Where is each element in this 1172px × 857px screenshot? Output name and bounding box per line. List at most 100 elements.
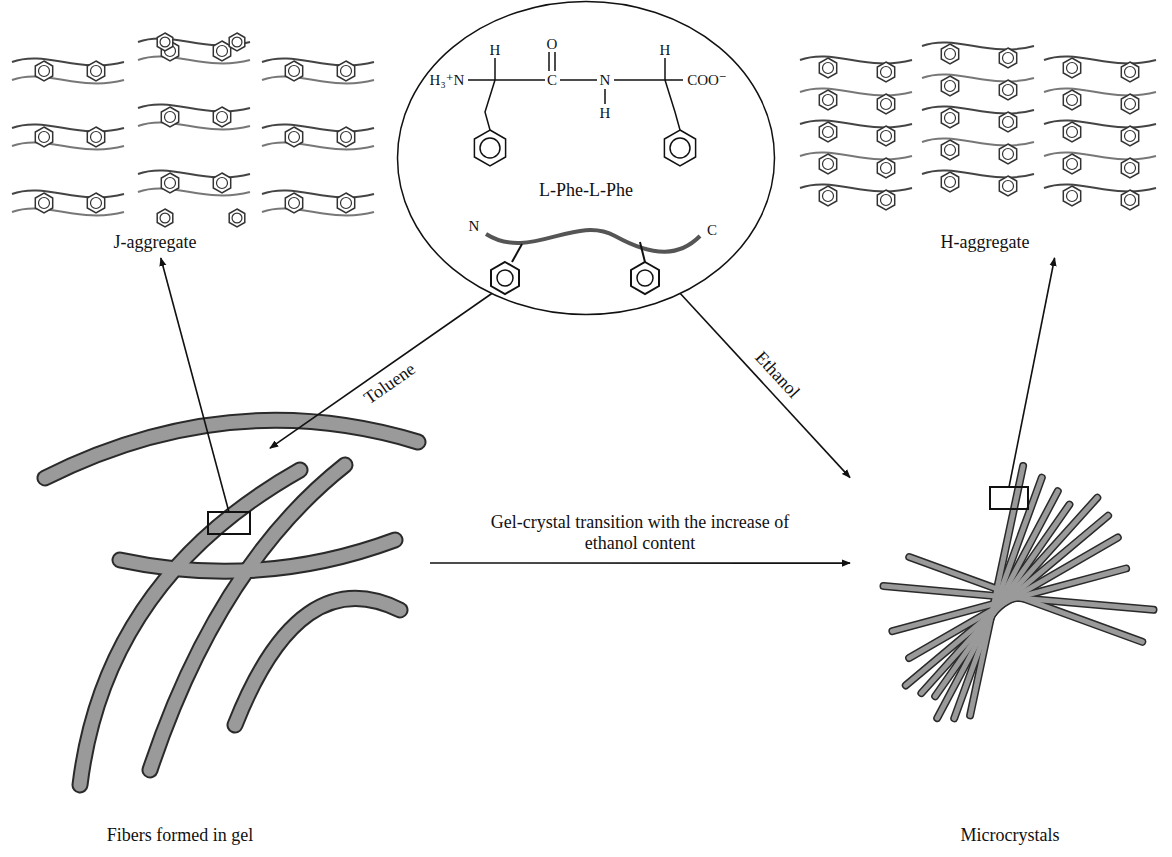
- benzene-ring: [823, 191, 834, 202]
- benzene-ring: [1125, 67, 1136, 78]
- benzene-ring: [213, 41, 230, 61]
- benzene-ring: [819, 186, 836, 206]
- benzene-ring: [941, 172, 958, 192]
- benzene-ring: [1067, 63, 1078, 74]
- benzene-ring: [941, 44, 958, 64]
- drawing-part: [120, 540, 395, 571]
- drawing-part: [670, 138, 690, 158]
- benzene-ring: [91, 132, 102, 143]
- benzene-ring: [39, 132, 50, 143]
- gel-fibers: [45, 420, 418, 785]
- edge-label: Toluene: [360, 358, 420, 409]
- peptide-strand: [138, 171, 250, 178]
- benzene-ring: [1067, 159, 1078, 170]
- benzene-ring: [39, 198, 50, 209]
- drawing-part: [45, 420, 418, 785]
- atom-symbol: H₃⁺N: [430, 73, 465, 88]
- drawing-part: [664, 58, 666, 80]
- benzene-ring: [285, 193, 302, 213]
- peptide-strand: [138, 57, 250, 64]
- crystal-needle: [909, 557, 1142, 642]
- zoom-box: [990, 487, 1028, 509]
- benzene-ring: [1063, 90, 1080, 110]
- benzene-ring: [819, 58, 836, 78]
- atom-symbol: H: [660, 43, 671, 58]
- benzene-ring: [999, 144, 1016, 164]
- benzene-ring: [823, 159, 834, 170]
- benzene-ring: [823, 95, 834, 106]
- benzene-ring: [161, 107, 178, 127]
- drawing-part: [80, 470, 300, 785]
- node-label: H-aggregate: [941, 232, 1030, 253]
- atom-symbol: H: [600, 106, 611, 121]
- arrow-connector: [161, 258, 229, 512]
- benzene-ring: [289, 132, 300, 143]
- benzene-ring: [945, 49, 956, 60]
- benzene-ring: [877, 158, 894, 178]
- benzene-ring: [217, 112, 228, 123]
- benzene-ring: [1003, 85, 1014, 96]
- peptide-strand: [1044, 89, 1156, 96]
- benzene-ring: [160, 37, 170, 47]
- drawing-part: [45, 420, 418, 478]
- atom-symbol: O: [547, 37, 558, 52]
- atom-symbol: N: [469, 219, 480, 234]
- molecule-bonds: [468, 52, 696, 166]
- drawing-part: [485, 80, 495, 130]
- benzene-ring: [945, 177, 956, 188]
- molecule-circle: L-Phe-L-Phe: [396, 0, 776, 316]
- benzene-ring: [881, 99, 892, 110]
- drawing-part: [631, 262, 659, 294]
- peptide-strand: [800, 89, 912, 96]
- peptide-strand: [12, 209, 124, 216]
- benzene-ring: [341, 66, 352, 77]
- benzene-ring: [1067, 127, 1078, 138]
- benzene-ring: [1003, 181, 1014, 192]
- atom-symbol: C: [707, 223, 717, 238]
- benzene-ring: [1003, 149, 1014, 160]
- benzene-ring: [213, 173, 230, 193]
- drawing-part: [512, 244, 522, 262]
- benzene-ring: [941, 76, 958, 96]
- drawing-part: [554, 52, 556, 71]
- benzene-ring: [165, 178, 176, 189]
- benzene-ring: [1121, 126, 1138, 146]
- peptide-strand: [922, 43, 1034, 50]
- peptide-strand: [922, 75, 1034, 82]
- j-aggregate-drawing: [12, 33, 374, 227]
- edge-label: Gel-crystal transition with the increase…: [490, 512, 790, 555]
- peptide-strand: [12, 125, 124, 132]
- drawing-part: [665, 80, 680, 130]
- benzene-ring: [1063, 186, 1080, 206]
- benzene-ring: [165, 112, 176, 123]
- drawing-part: [45, 420, 418, 478]
- benzene-ring: [823, 127, 834, 138]
- benzene-ring: [337, 193, 354, 213]
- benzene-ring: [337, 61, 354, 81]
- edge-label: Ethanol: [750, 347, 804, 403]
- microcrystal-drawing: [884, 466, 1154, 718]
- benzene-ring: [819, 90, 836, 110]
- benzene-ring: [1121, 190, 1138, 210]
- peptide-strand: [12, 77, 124, 84]
- benzene-ring: [823, 63, 834, 74]
- benzene-ring: [1121, 94, 1138, 114]
- drawing-part: [474, 130, 505, 166]
- benzene-ring: [877, 126, 894, 146]
- h-aggregate-panel: H-aggregate: [790, 30, 1168, 258]
- benzene-ring: [91, 198, 102, 209]
- peptide-strand: [922, 171, 1034, 178]
- benzene-ring: [87, 127, 104, 147]
- benzene-ring: [1067, 95, 1078, 106]
- benzene-ring: [1125, 163, 1136, 174]
- benzene-ring: [229, 33, 245, 51]
- drawing-part: [486, 230, 700, 252]
- benzene-ring: [289, 198, 300, 209]
- microcrystal-panel: Microcrystals: [850, 470, 1168, 850]
- benzene-ring: [341, 198, 352, 209]
- peptide-strand: [138, 189, 250, 196]
- benzene-ring: [232, 213, 242, 223]
- drawing-part: [468, 79, 545, 81]
